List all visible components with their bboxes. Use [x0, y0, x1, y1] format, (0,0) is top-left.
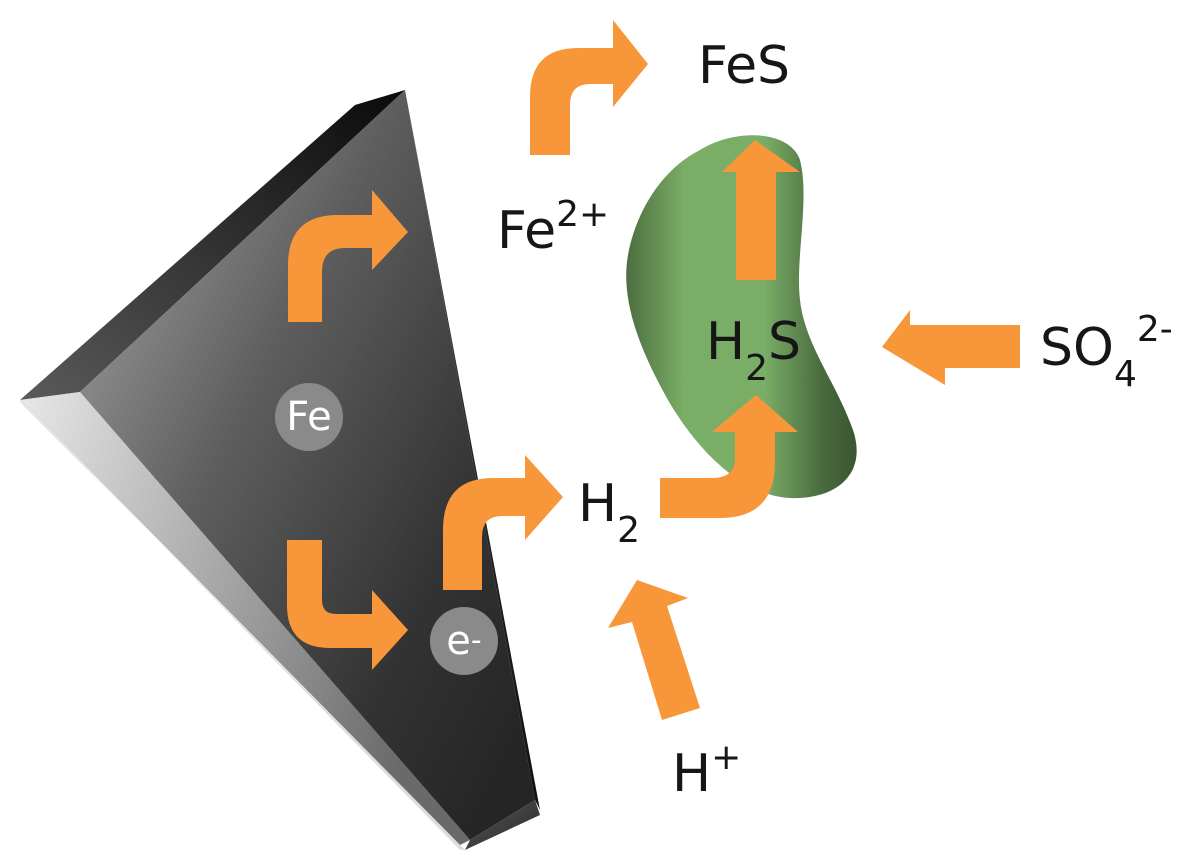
- iron-edge-top: [20, 90, 405, 400]
- iron-wedge: [20, 90, 540, 850]
- fe2-charge: 2+: [556, 193, 610, 235]
- label-so4: SO42-: [1040, 311, 1173, 393]
- bacterium: [626, 135, 857, 499]
- h2-subscript: 2: [617, 510, 641, 552]
- iron-edge-left: [20, 392, 470, 845]
- h2s-s: S: [768, 312, 802, 372]
- iron-edge-bottom: [465, 800, 540, 850]
- label-h2s: H2S: [706, 316, 801, 387]
- electron-label: e: [446, 618, 471, 664]
- fe2-base: Fe: [497, 201, 557, 261]
- electron-badge: e-: [430, 607, 498, 675]
- arrow-so4-in: [882, 310, 1020, 385]
- reaction-arrows: [287, 20, 1020, 720]
- h2s-h: H: [706, 312, 746, 372]
- hplus-base: H: [672, 744, 712, 804]
- label-fes: FeS: [698, 40, 790, 92]
- arrow-hplus-up: [608, 580, 700, 720]
- label-h2: H2: [578, 478, 640, 549]
- so4-base: SO: [1040, 318, 1114, 378]
- fes-text: FeS: [698, 36, 791, 96]
- iron-edge-right: [405, 90, 540, 810]
- h2s-subscript: 2: [745, 348, 769, 390]
- arrow-electron-to-h2: [443, 455, 563, 590]
- fe-atom-label: Fe: [286, 394, 332, 440]
- arrow-fe-to-fe2: [288, 190, 408, 322]
- arrow-fe2-to-fes: [530, 20, 648, 155]
- hplus-charge: +: [711, 736, 742, 778]
- h2-base: H: [578, 474, 618, 534]
- label-fe2plus: Fe2+: [497, 196, 609, 257]
- label-hplus: H+: [672, 739, 741, 800]
- arrow-h2-to-h2s: [660, 395, 798, 518]
- fe-atom-badge: Fe: [275, 383, 343, 451]
- arrow-h2s-up: [722, 140, 800, 280]
- arrow-fe-to-electron: [287, 540, 408, 670]
- iron-face: [80, 90, 535, 840]
- so4-subscript: 4: [1113, 354, 1137, 396]
- so4-charge: 2-: [1136, 308, 1173, 350]
